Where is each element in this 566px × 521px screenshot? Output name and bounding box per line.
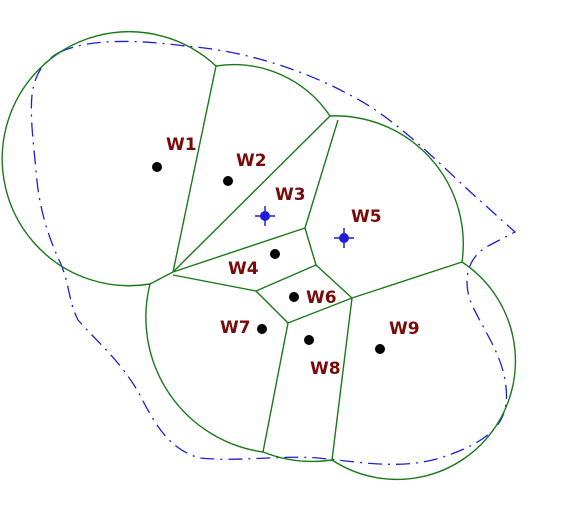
cell-boundaries <box>1 31 517 481</box>
outer-envelope <box>1 31 517 481</box>
site-point-w9 <box>375 344 385 354</box>
outer-outline <box>30 40 517 465</box>
edge-w6-w5 <box>315 264 353 299</box>
edge-w3-w4 <box>172 227 306 273</box>
edge-w4-w7 <box>172 274 257 292</box>
edge-w4-w6 <box>255 264 317 292</box>
site-labels: W1 W2 W3 W4 W5 W6 W7 W8 W9 <box>166 135 420 379</box>
label-w5: W5 <box>351 207 382 227</box>
label-w9: W9 <box>389 319 420 339</box>
edge-w1-w2 <box>172 65 217 273</box>
site-points <box>152 162 385 354</box>
edge-w3-w5 <box>304 119 339 229</box>
site-point-w2 <box>223 176 233 186</box>
edge-w4-w7-top <box>149 271 174 285</box>
site-point-w1 <box>152 162 162 172</box>
edge-w6-w8 <box>287 297 353 324</box>
site-point-w8 <box>304 335 314 345</box>
label-w2: W2 <box>236 151 267 171</box>
label-w1: W1 <box>166 135 197 155</box>
site-point-w7 <box>257 324 267 334</box>
edge-w7-w8 <box>262 322 289 453</box>
edge-w5-w9 <box>351 261 463 299</box>
edge-w6-w7 <box>255 290 289 324</box>
edge-w8-w9 <box>331 297 353 461</box>
label-w6: W6 <box>306 288 337 308</box>
site-point-w5-marker <box>334 228 354 248</box>
site-point-w4 <box>270 249 280 259</box>
label-w3: W3 <box>275 185 306 205</box>
site-point-w6 <box>289 292 299 302</box>
edge-w2-w3 <box>172 115 331 273</box>
edge-w4-w5 <box>304 227 317 266</box>
site-point-w3-marker <box>255 206 275 226</box>
label-w4: W4 <box>228 259 259 279</box>
label-w8: W8 <box>310 359 341 379</box>
label-w7: W7 <box>220 318 251 338</box>
